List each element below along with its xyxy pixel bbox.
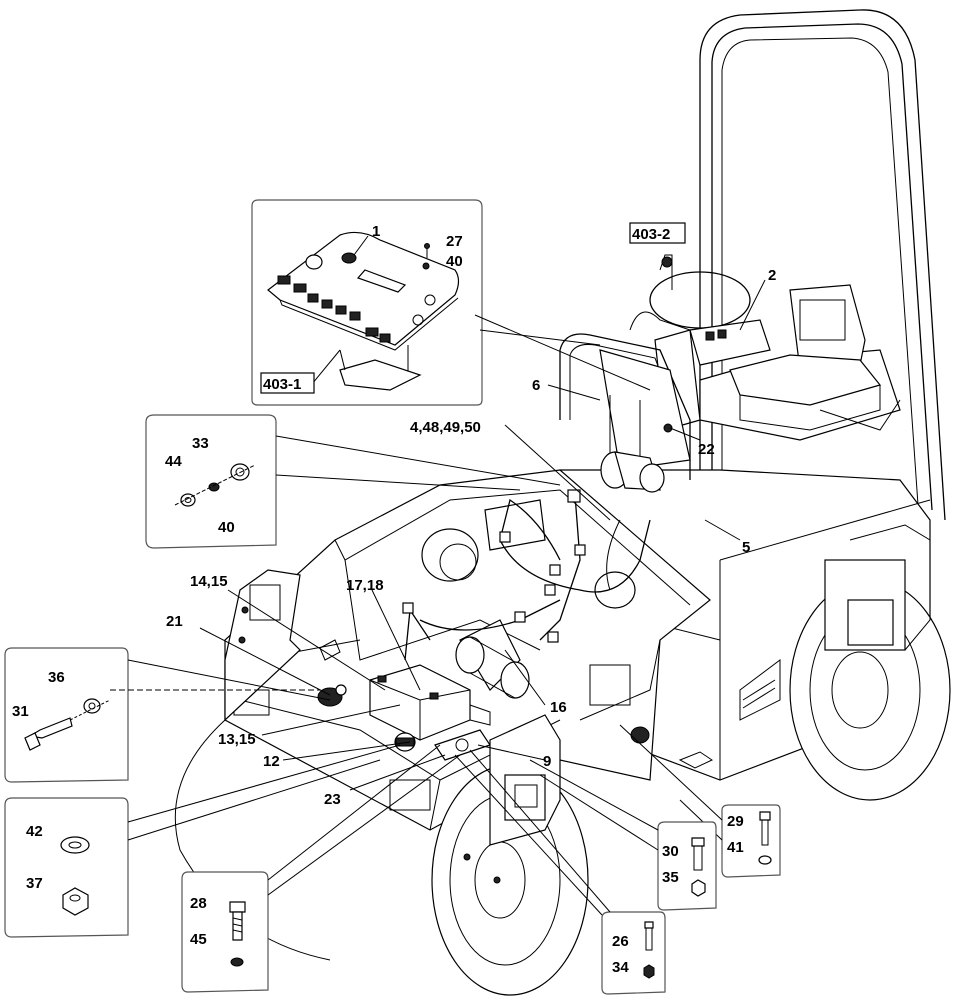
detail-box-nut-washer bbox=[145, 414, 561, 549]
label-13-15: 13,15 bbox=[218, 731, 256, 748]
label-40-panel: 40 bbox=[446, 253, 463, 270]
label-29: 29 bbox=[727, 813, 744, 830]
rear-drum bbox=[789, 524, 951, 801]
label-6: 6 bbox=[532, 377, 540, 394]
label-27: 27 bbox=[446, 233, 463, 250]
label-37: 37 bbox=[26, 875, 43, 892]
label-22: 22 bbox=[698, 441, 715, 458]
label-40-box: 40 bbox=[218, 519, 235, 536]
detail-box-control-panel bbox=[251, 199, 651, 406]
label-33: 33 bbox=[192, 435, 209, 452]
rops-frame bbox=[699, 9, 946, 521]
front-drum bbox=[174, 714, 589, 996]
battery-switch bbox=[317, 684, 347, 707]
label-14-15: 14,15 bbox=[190, 573, 228, 590]
label-1: 1 bbox=[372, 223, 380, 240]
label-4-48-49-50: 4,48,49,50 bbox=[410, 419, 481, 436]
front-hood-frame bbox=[559, 333, 691, 480]
ref-403-1: 403-1 bbox=[263, 376, 301, 393]
label-42: 42 bbox=[26, 823, 43, 840]
detail-box-bolt-30 bbox=[529, 759, 717, 911]
label-44: 44 bbox=[165, 453, 182, 470]
label-31: 31 bbox=[12, 703, 29, 720]
callout-leaders bbox=[199, 279, 766, 791]
steering-console bbox=[629, 254, 771, 431]
label-30: 30 bbox=[662, 843, 679, 860]
detail-box-bolt-nut bbox=[4, 647, 331, 783]
cap-16 bbox=[630, 726, 650, 744]
engine-parts bbox=[421, 499, 636, 699]
horn bbox=[600, 423, 673, 493]
label-45: 45 bbox=[190, 931, 207, 948]
detail-box-washer-nut bbox=[4, 744, 401, 938]
label-35: 35 bbox=[662, 869, 679, 886]
operator-seat bbox=[699, 284, 901, 441]
ref-403-2: 403-2 bbox=[632, 226, 670, 243]
label-34: 34 bbox=[612, 959, 629, 976]
wiring-harness bbox=[319, 489, 651, 661]
label-9: 9 bbox=[543, 753, 551, 770]
label-5: 5 bbox=[742, 539, 750, 556]
label-36: 36 bbox=[48, 669, 65, 686]
callout-labels: 1 27 40 403-1 403-2 2 6 4,48,49,50 22 5 … bbox=[12, 222, 776, 976]
fuse-holder bbox=[394, 732, 416, 752]
label-28: 28 bbox=[190, 895, 207, 912]
detail-box-bolt-28 bbox=[181, 744, 461, 993]
battery bbox=[369, 664, 491, 741]
label-2: 2 bbox=[768, 267, 776, 284]
label-26: 26 bbox=[612, 933, 629, 950]
detail-box-bolt-26 bbox=[454, 749, 666, 995]
label-41: 41 bbox=[727, 839, 744, 856]
label-12: 12 bbox=[263, 753, 280, 770]
label-23: 23 bbox=[324, 791, 341, 808]
label-17-18: 17,18 bbox=[346, 577, 384, 594]
label-16: 16 bbox=[550, 699, 567, 716]
label-21: 21 bbox=[166, 613, 183, 630]
